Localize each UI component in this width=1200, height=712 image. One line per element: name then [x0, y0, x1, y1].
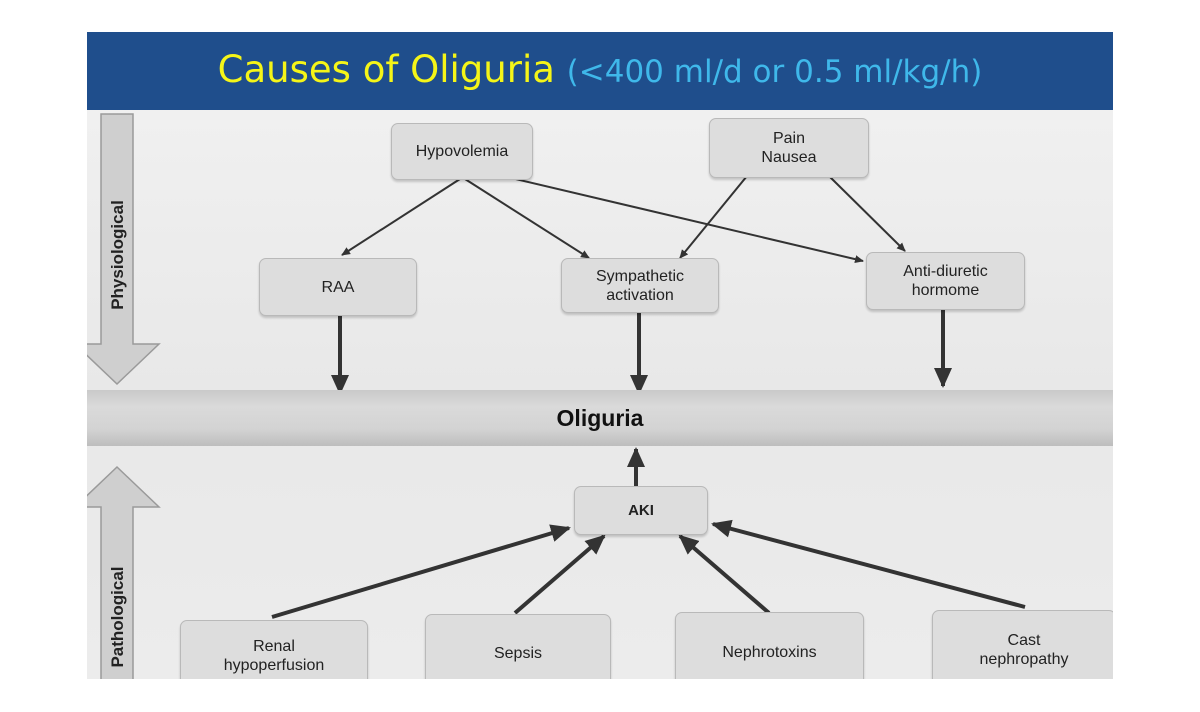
physiological-label: Physiological — [108, 200, 127, 310]
arrow-pain-sympathetic — [679, 175, 748, 259]
title-bar: Causes of Oliguria (<400 ml/d or 0.5 ml/… — [87, 32, 1113, 110]
box-sepsis: Sepsis — [425, 614, 611, 679]
box-raa: RAA — [259, 258, 417, 316]
arrow-hypovolemia-adh — [506, 176, 864, 264]
arrow-sepsis-aki — [513, 534, 606, 615]
arrow-cast-aki — [711, 519, 1026, 609]
box-renal-hypoperfusion: Renal hypoperfusion — [180, 620, 368, 679]
box-anti-diuretic-hormone: Anti-diuretic hormome — [866, 252, 1025, 310]
slide-title: Causes of Oliguria (<400 ml/d or 0.5 ml/… — [87, 46, 1113, 96]
box-hypovolemia: Hypovolemia — [391, 123, 533, 180]
arrow-pain-adh — [828, 175, 906, 252]
arrow-nephrotoxins-aki — [678, 534, 771, 615]
arrow-renal-aki — [271, 524, 571, 619]
title-main: Causes of Oliguria — [217, 48, 555, 91]
box-aki: AKI — [574, 486, 708, 535]
box-nephrotoxins: Nephrotoxins — [675, 612, 864, 679]
pathological-side-arrow — [87, 465, 161, 679]
arrow-hypovolemia-raa — [341, 178, 461, 256]
box-pain-nausea: Pain Nausea — [709, 118, 869, 178]
box-sympathetic-activation: Sympathetic activation — [561, 258, 719, 313]
diagram-svg — [87, 113, 1026, 679]
diagram-photo: Oliguria Physiological Pathological Hypo… — [87, 110, 1113, 679]
physiological-side-arrow — [87, 113, 161, 386]
title-subtitle: (<400 ml/d or 0.5 ml/kg/h) — [566, 54, 983, 90]
box-cast-nephropathy: Cast nephropathy — [932, 610, 1113, 679]
oliguria-band — [87, 390, 1113, 446]
oliguria-label: Oliguria — [556, 405, 644, 431]
arrow-hypovolemia-sympathetic — [464, 178, 590, 259]
pathological-label: Pathological — [108, 566, 127, 668]
